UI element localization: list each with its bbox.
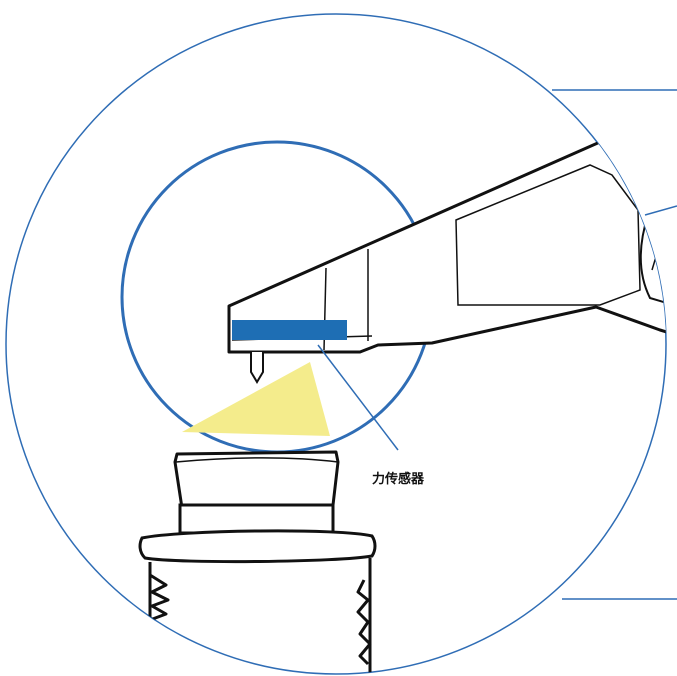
force-sensor-block: [232, 320, 347, 340]
force-sensor-label: 力传感器: [372, 471, 425, 487]
probe-tip: [250, 352, 264, 384]
scanner-probe-icon: [227, 138, 666, 384]
threaded-bottle-cap-icon: [138, 450, 377, 674]
outer-zoom-circle: [5, 13, 667, 675]
sensor-leader-line: [317, 344, 399, 451]
leader-line-middle: [644, 205, 677, 216]
light-beam: [182, 362, 330, 436]
